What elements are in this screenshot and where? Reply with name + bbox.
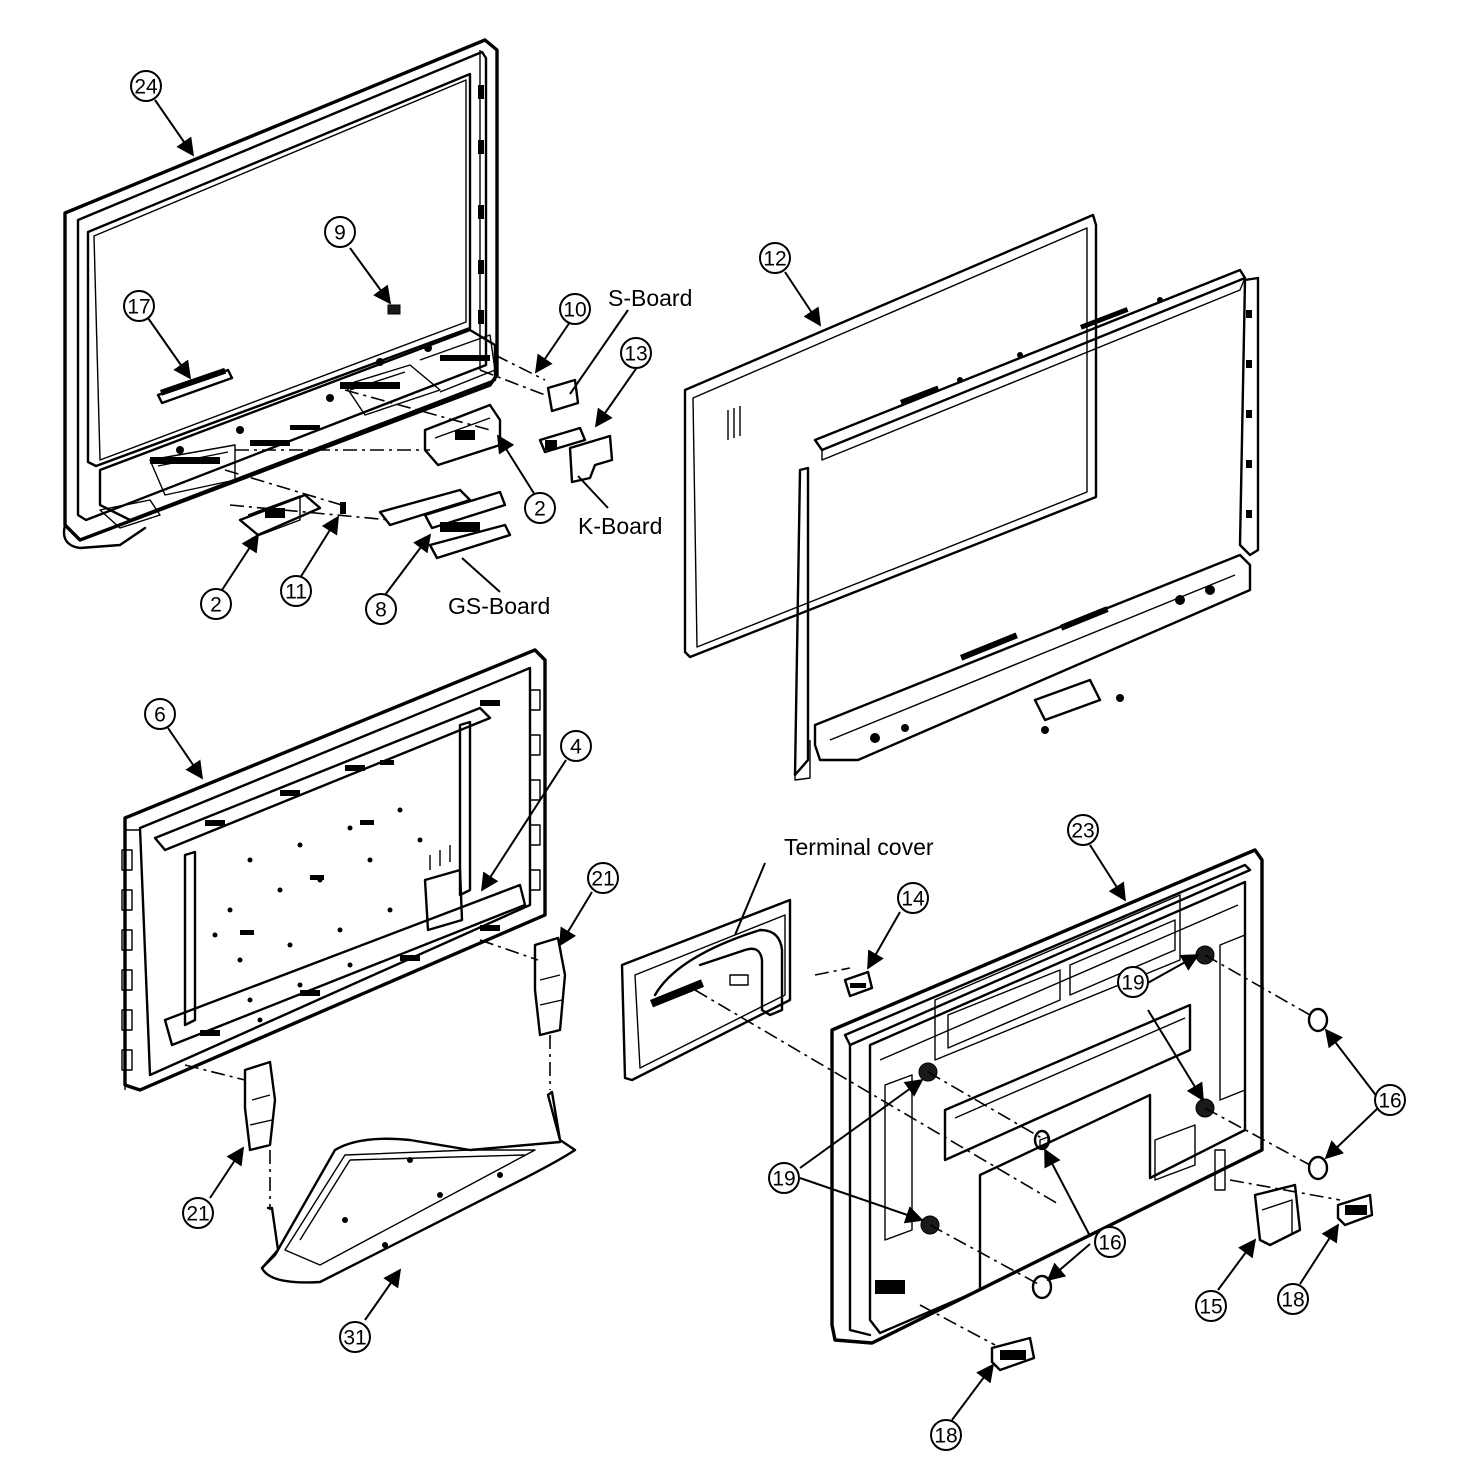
svg-text:9: 9 xyxy=(334,222,346,245)
svg-text:19: 19 xyxy=(772,1168,795,1191)
svg-text:18: 18 xyxy=(934,1425,957,1448)
svg-text:16: 16 xyxy=(1378,1090,1401,1113)
svg-text:4: 4 xyxy=(570,736,582,759)
terminal-cover xyxy=(620,898,1061,1206)
callout-18-right: 18 xyxy=(1277,1283,1309,1315)
svg-text:2: 2 xyxy=(210,594,222,617)
svg-text:10: 10 xyxy=(563,299,586,322)
callout-18-bottom: 18 xyxy=(930,1419,962,1451)
callout-16-right: 16 xyxy=(1374,1084,1406,1116)
panel-frame xyxy=(793,268,1260,781)
callout-21-left: 21 xyxy=(182,1197,214,1229)
svg-text:23: 23 xyxy=(1071,820,1094,843)
callout-19-left: 19 xyxy=(768,1162,800,1194)
callout-19-right: 19 xyxy=(1117,966,1149,998)
svg-text:24: 24 xyxy=(134,76,158,99)
glass-panel xyxy=(683,213,1098,659)
callout-16-center: 16 xyxy=(1094,1226,1126,1258)
front-bezel xyxy=(62,38,614,560)
label-s-board: S-Board xyxy=(608,285,692,311)
svg-text:2: 2 xyxy=(534,498,546,521)
label-terminal-cover: Terminal cover xyxy=(784,834,934,860)
callout-13: 13 xyxy=(620,337,652,369)
leader-lines xyxy=(147,99,1379,1421)
callout-4: 4 xyxy=(560,730,592,762)
callout-21-right: 21 xyxy=(587,862,619,894)
back-cover xyxy=(814,848,1341,1346)
callout-14: 14 xyxy=(897,882,929,914)
chassis-frame xyxy=(121,648,567,1210)
callout-2-right: 2 xyxy=(524,492,556,524)
svg-text:13: 13 xyxy=(624,343,647,366)
svg-text:31: 31 xyxy=(343,1327,366,1350)
callout-9: 9 xyxy=(324,216,356,248)
callout-15: 15 xyxy=(1195,1290,1227,1322)
svg-text:17: 17 xyxy=(127,296,150,319)
label-k-board: K-Board xyxy=(578,513,662,539)
svg-text:15: 15 xyxy=(1199,1296,1222,1319)
callout-31: 31 xyxy=(339,1321,371,1353)
svg-text:11: 11 xyxy=(285,581,307,604)
svg-text:14: 14 xyxy=(901,888,925,911)
callout-12: 12 xyxy=(759,242,791,274)
callout-6: 6 xyxy=(144,698,176,730)
label-gs-board: GS-Board xyxy=(448,593,550,619)
svg-text:16: 16 xyxy=(1098,1232,1121,1255)
svg-text:6: 6 xyxy=(154,704,166,727)
svg-text:8: 8 xyxy=(375,599,387,622)
svg-text:12: 12 xyxy=(763,248,786,271)
small-parts xyxy=(843,970,1374,1372)
callout-2-left: 2 xyxy=(200,588,232,620)
svg-text:21: 21 xyxy=(186,1203,209,1226)
callout-24: 24 xyxy=(130,70,162,102)
stand-base xyxy=(260,1090,577,1284)
callout-10: 10 xyxy=(559,293,591,325)
callout-8: 8 xyxy=(365,593,397,625)
svg-text:21: 21 xyxy=(591,868,614,891)
svg-text:18: 18 xyxy=(1281,1289,1304,1312)
callout-23: 23 xyxy=(1067,814,1099,846)
svg-text:19: 19 xyxy=(1121,972,1144,995)
callout-17: 17 xyxy=(123,290,155,322)
callout-11: 11 xyxy=(280,575,312,607)
